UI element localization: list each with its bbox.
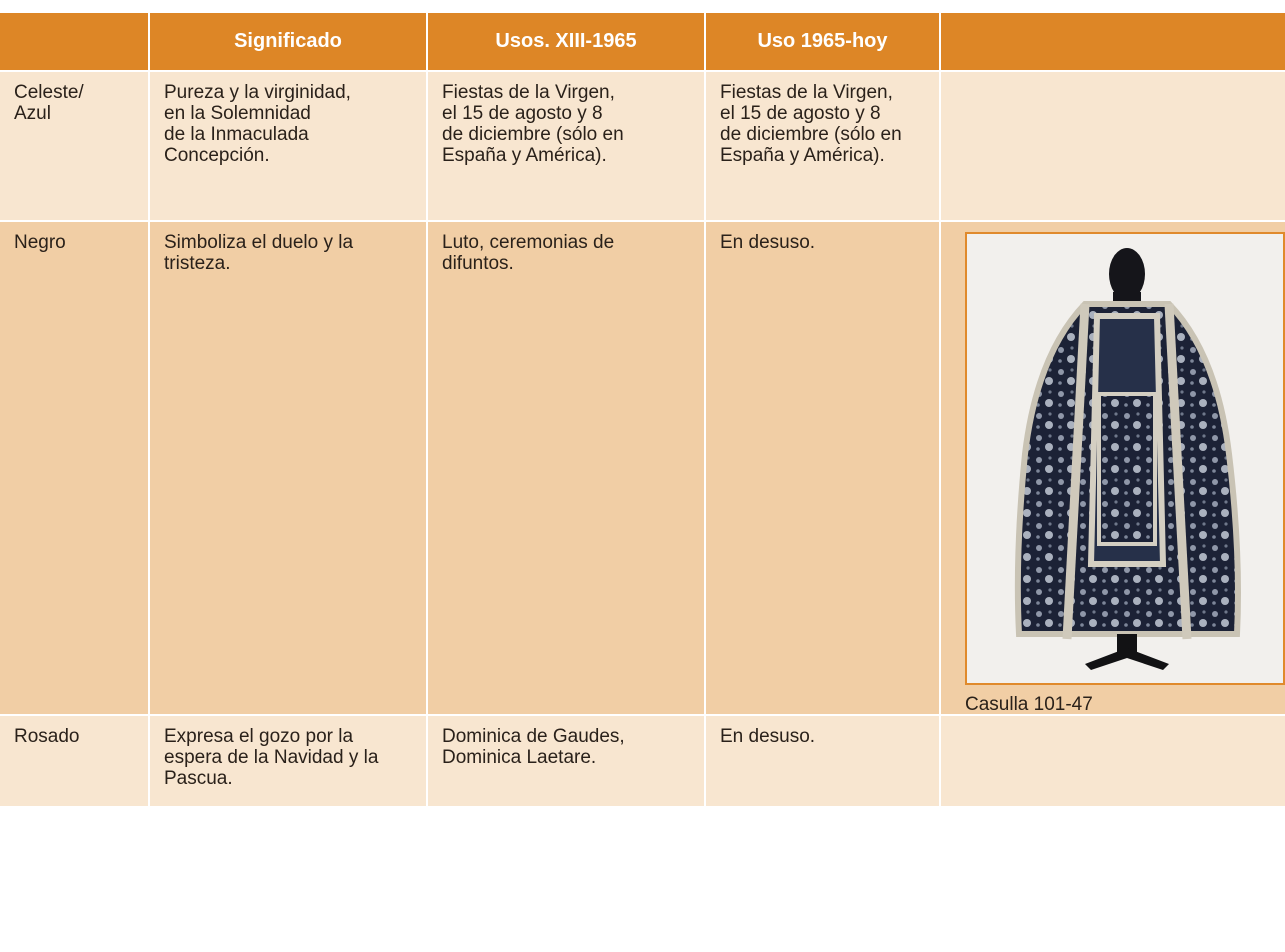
- vestment-photo: [965, 232, 1285, 685]
- row-rosado-image: [941, 716, 1285, 806]
- header-color: [0, 13, 148, 70]
- row-rosado-usos: Dominica de Gaudes, Dominica Laetare.: [428, 716, 704, 806]
- row-rosado-uso-hoy: En desuso.: [706, 716, 939, 806]
- row-celeste-color: Celeste/ Azul: [0, 72, 148, 220]
- row-negro-uso-hoy: En desuso.: [706, 222, 939, 714]
- row-celeste-uso-hoy: Fiestas de la Virgen, el 15 de agosto y …: [706, 72, 939, 220]
- row-celeste-image: [941, 72, 1285, 220]
- row-negro-usos: Luto, ceremonias de difuntos.: [428, 222, 704, 714]
- liturgical-colors-table: Significado Usos. XIII-1965 Uso 1965-hoy…: [0, 13, 1285, 806]
- header-usos-xiii-1965: Usos. XIII-1965: [428, 13, 704, 70]
- row-negro-image-cell: Casulla 101-47 Capa Pluvial 101-268 Muse…: [941, 222, 1285, 784]
- header-significado: Significado: [150, 13, 426, 70]
- header-uso-1965-hoy: Uso 1965-hoy: [706, 13, 939, 70]
- row-celeste-usos: Fiestas de la Virgen, el 15 de agosto y …: [428, 72, 704, 220]
- row-celeste-significado: Pureza y la virginidad, en la Solemnidad…: [150, 72, 426, 220]
- row-negro-color: Negro: [0, 222, 148, 714]
- header-image: [941, 13, 1285, 70]
- row-rosado-significado: Expresa el gozo por la espera de la Navi…: [150, 716, 426, 806]
- vestment-illustration: [967, 234, 1283, 683]
- row-rosado-color: Rosado: [0, 716, 148, 806]
- row-negro-significado: Simboliza el duelo y la tristeza.: [150, 222, 426, 714]
